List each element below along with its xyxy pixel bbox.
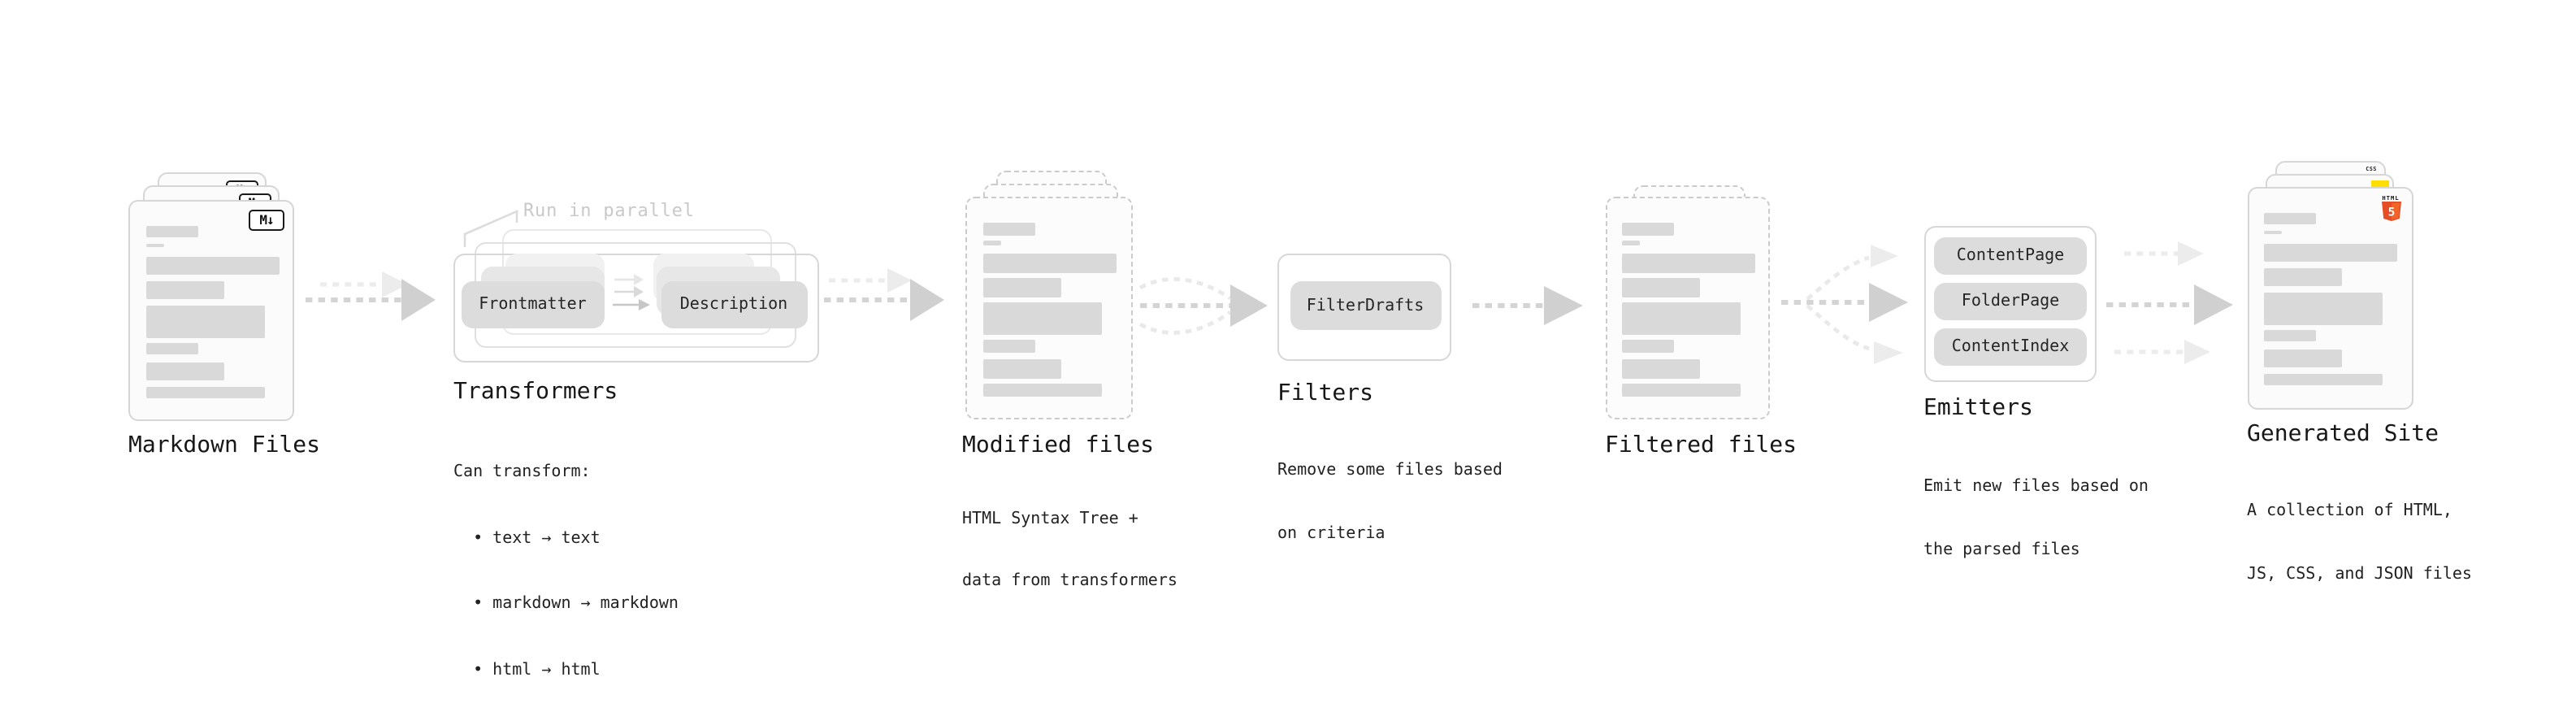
modified-file-card xyxy=(965,197,1132,419)
markdown-icon: M↓ xyxy=(249,209,284,230)
transformer-frame-front xyxy=(453,254,819,362)
modified-files-description: HTML Syntax Tree + data from transformer… xyxy=(962,510,1177,590)
filterdrafts-node: FilterDrafts xyxy=(1290,281,1441,330)
javascript-icon xyxy=(2370,180,2388,187)
flow-arrows xyxy=(306,210,2233,364)
markdown-file-card: M↓ xyxy=(128,199,294,420)
document-text-placeholder xyxy=(1622,223,1755,396)
stage-title-filters: Filters xyxy=(1277,380,1374,406)
document-text-placeholder xyxy=(982,223,1116,396)
stage-title-generated-site: Generated Site xyxy=(2247,421,2439,447)
generated-file-card-html: HTML 5 xyxy=(2247,187,2413,409)
stage-title-filtered-files: Filtered files xyxy=(1605,432,1798,458)
filtered-file-card xyxy=(1605,197,1770,419)
arrow-filters-to-filtered xyxy=(1472,286,1583,325)
transformer-parallel-mini-arrows xyxy=(613,274,650,310)
arrow-emitters-to-generated xyxy=(2106,241,2233,364)
document-text-placeholder xyxy=(2263,212,2396,385)
stage-title-transformers: Transformers xyxy=(453,379,618,405)
generated-site-description: A collection of HTML, JS, CSS, and JSON … xyxy=(2247,501,2472,583)
arrow-markdown-to-transformers xyxy=(306,271,436,321)
pipeline-diagram: M↓ M↓ M↓ Markdown Files Run in parallel xyxy=(128,161,2472,679)
arrow-modified-to-filters xyxy=(1138,277,1268,335)
contentpage-node: ContentPage xyxy=(1934,237,2087,275)
filters-description: Remove some files based on criteria xyxy=(1277,462,1503,543)
transformers-description: Can transform: • text → text • markdown … xyxy=(453,463,679,679)
document-text-placeholder xyxy=(145,225,279,398)
stage-title-markdown-files: Markdown Files xyxy=(128,432,321,458)
svg-text:5: 5 xyxy=(2387,206,2395,219)
html5-icon: HTML 5 xyxy=(2380,194,2401,221)
contentindex-node: ContentIndex xyxy=(1934,328,2087,366)
run-in-parallel-callout-line xyxy=(463,210,518,247)
arrow-filtered-to-emitters xyxy=(1781,245,1908,364)
stage-title-emitters: Emitters xyxy=(1923,395,2033,421)
stage-title-modified-files: Modified files xyxy=(962,432,1155,458)
description-node: Description xyxy=(661,280,807,328)
run-in-parallel-note: Run in parallel xyxy=(523,200,695,221)
frontmatter-node: Frontmatter xyxy=(462,280,604,328)
folderpage-node: FolderPage xyxy=(1934,283,2087,320)
html5-shield: 5 xyxy=(2381,202,2400,221)
arrow-transformers-to-modified xyxy=(824,268,944,321)
emitters-description: Emit new files based on the parsed files xyxy=(1923,477,2149,558)
